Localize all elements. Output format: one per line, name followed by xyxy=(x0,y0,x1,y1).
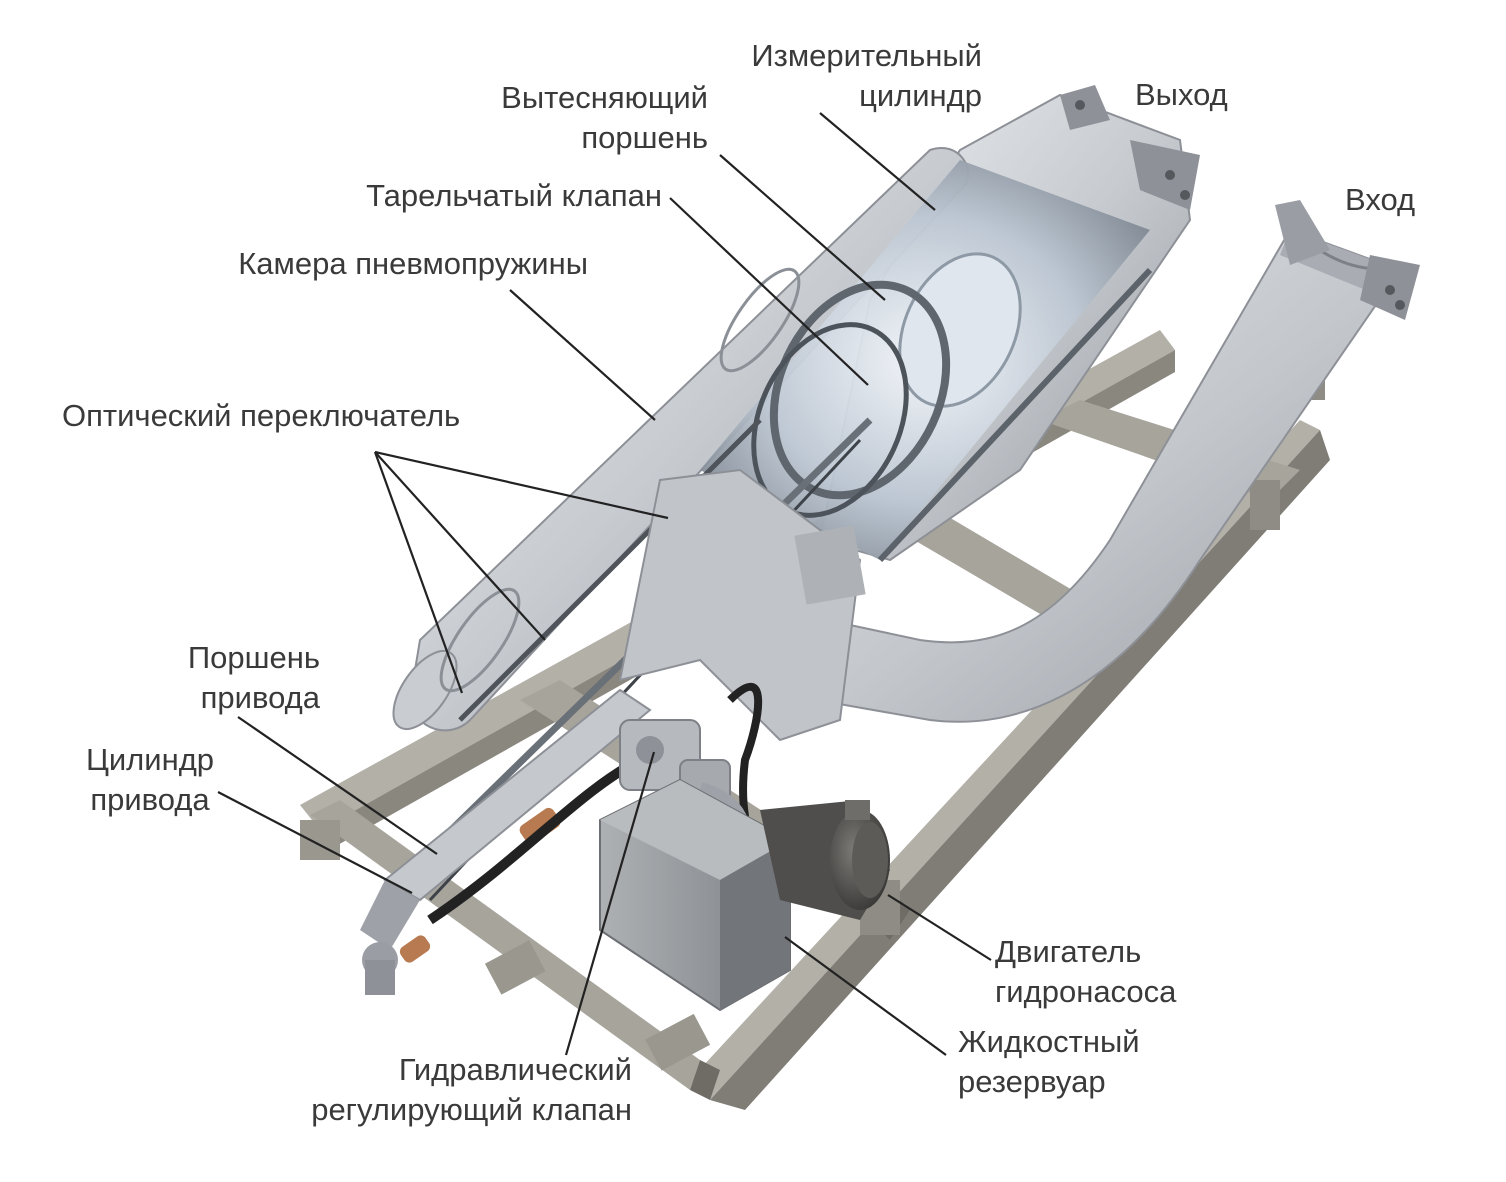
label-fluid-reservoir-line1: Жидкостный xyxy=(958,1024,1140,1059)
label-actuator-piston: Поршень привода xyxy=(120,638,320,718)
label-poppet-valve-text: Тарельчатый клапан xyxy=(366,178,662,213)
label-pump-motor-line2: гидронасоса xyxy=(995,974,1177,1009)
label-actuator-cylinder-line1: Цилиндр xyxy=(85,742,215,777)
label-displacer-piston: Вытесняющий поршень xyxy=(460,78,708,158)
transition-housing xyxy=(618,468,866,742)
leader-lines xyxy=(217,112,992,1056)
label-fluid-reservoir: Жидкостный резервуар xyxy=(958,1022,1140,1102)
label-actuator-piston-line1: Поршень xyxy=(187,640,320,675)
label-actuator-cylinder: Цилиндр привода xyxy=(60,740,240,820)
label-hydraulic-control-valve-line1: Гидравлический xyxy=(398,1052,632,1087)
label-measuring-cylinder-line1: Измерительный xyxy=(751,38,982,73)
label-measuring-cylinder-line2: цилиндр xyxy=(859,78,982,113)
pump-motor xyxy=(760,800,890,920)
leader-hydraulic-valve xyxy=(564,751,656,1056)
label-optical-switch-text: Оптический переключатель xyxy=(62,398,461,433)
label-air-spring-chamber-text: Камера пневмопружины xyxy=(238,246,588,281)
label-poppet-valve: Тарельчатый клапан xyxy=(300,176,662,216)
label-pump-motor-line1: Двигатель xyxy=(995,934,1142,969)
leader-air-spring-chamber xyxy=(509,289,656,421)
label-optical-switch: Оптический переключатель xyxy=(62,396,460,436)
actuator-cylinder xyxy=(360,682,763,995)
leader-optical-switch-2 xyxy=(374,451,546,641)
label-measuring-cylinder: Измерительный цилиндр xyxy=(690,36,982,116)
leader-displacer-piston xyxy=(719,154,886,301)
label-outlet: Выход xyxy=(1135,75,1228,115)
leader-actuator-piston xyxy=(237,716,438,855)
label-pump-motor: Двигатель гидронасоса xyxy=(995,932,1176,1012)
label-inlet-text: Вход xyxy=(1345,182,1416,217)
label-outlet-text: Выход xyxy=(1135,77,1228,112)
leader-poppet-valve xyxy=(669,197,869,386)
leader-optical-switch-3 xyxy=(373,451,464,694)
leader-fluid-reservoir xyxy=(784,936,947,1056)
leader-optical-switch-1 xyxy=(374,450,669,520)
label-actuator-cylinder-line2: привода xyxy=(90,782,210,817)
leader-measuring-cylinder xyxy=(819,112,936,211)
label-inlet: Вход xyxy=(1345,180,1415,220)
inlet-pipe xyxy=(758,200,1420,723)
leader-actuator-cylinder xyxy=(217,791,413,894)
label-actuator-piston-line2: привода xyxy=(200,680,320,715)
label-displacer-piston-line1: Вытесняющий xyxy=(501,80,708,115)
label-fluid-reservoir-line2: резервуар xyxy=(958,1064,1106,1099)
label-displacer-piston-line2: поршень xyxy=(581,120,708,155)
leader-pump-motor xyxy=(887,894,992,961)
fluid-reservoir-tank xyxy=(599,778,791,1012)
label-hydraulic-control-valve-line2: регулирующий клапан xyxy=(311,1092,632,1127)
label-air-spring-chamber: Камера пневмопружины xyxy=(170,244,588,284)
label-hydraulic-control-valve: Гидравлический регулирующий клапан xyxy=(250,1050,632,1130)
measuring-cylinder xyxy=(392,147,1153,902)
